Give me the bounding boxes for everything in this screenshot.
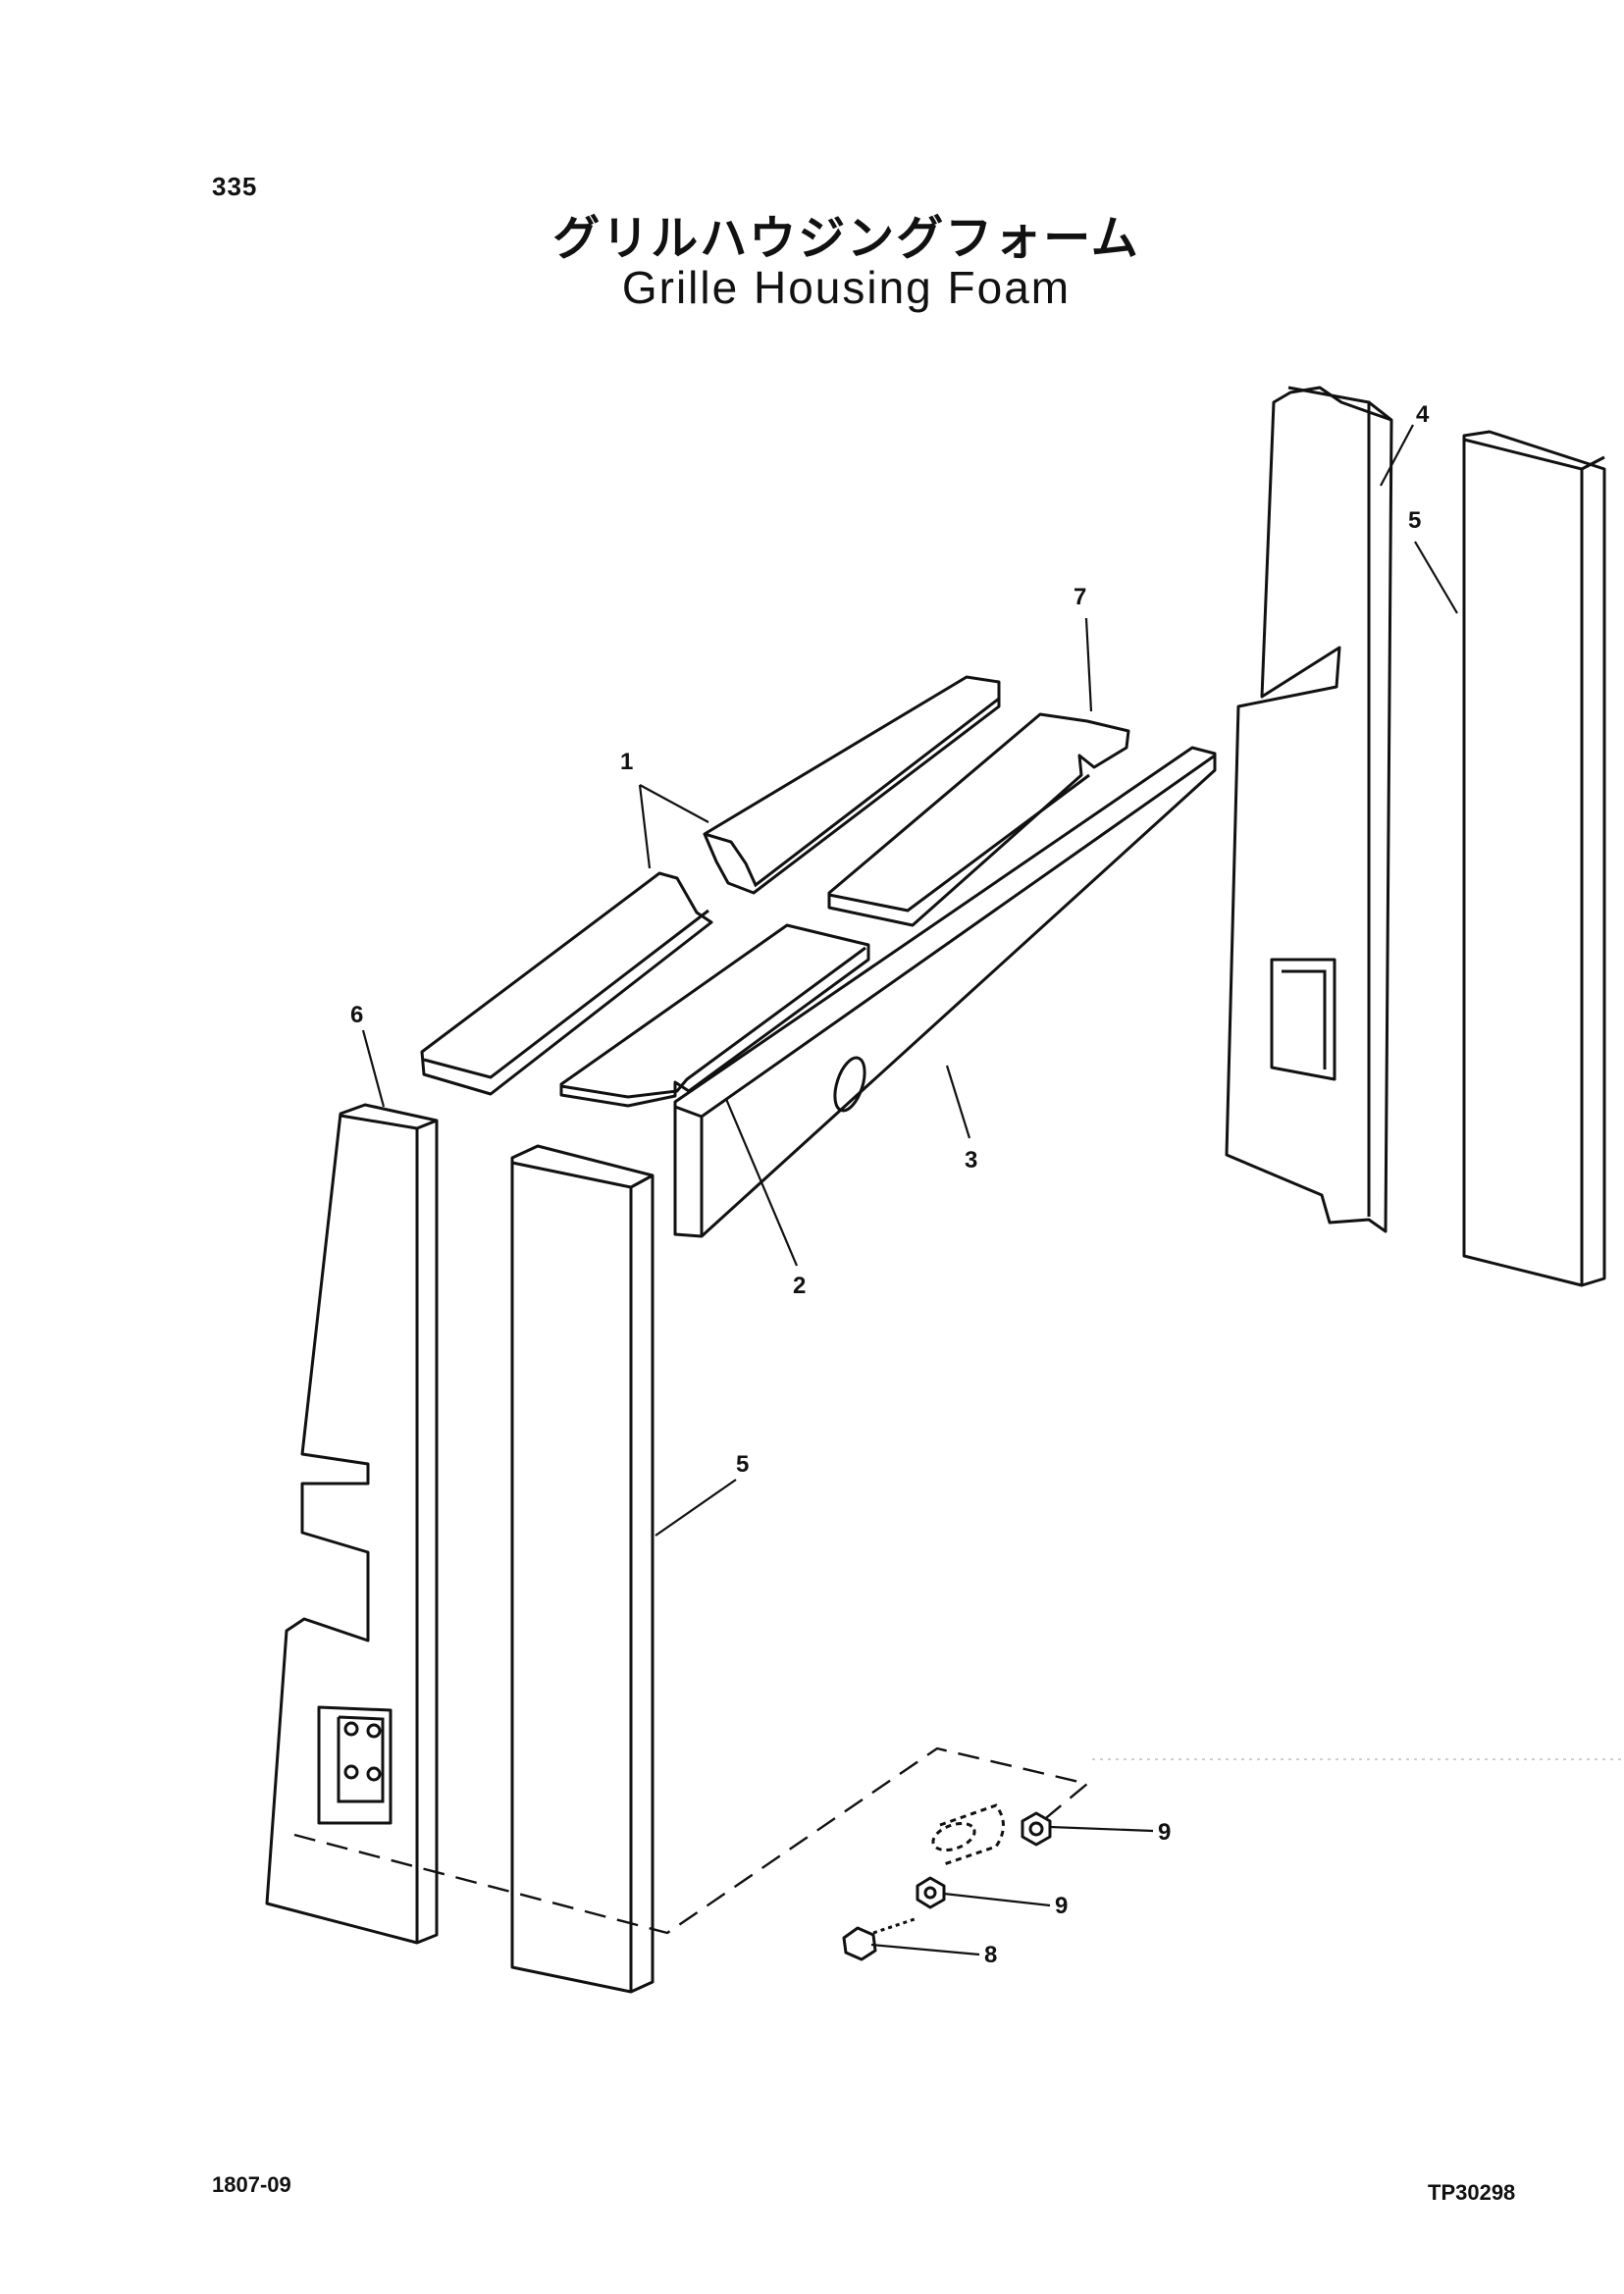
fastener-hardware (842, 1803, 1052, 1961)
part-5-right-tall-board (1462, 430, 1606, 1287)
part-5-left-tall-board (510, 1144, 655, 1994)
callout-5-right: 5 (1408, 507, 1421, 534)
leader-lines (361, 424, 1458, 1956)
part-3-long-beam (673, 746, 1217, 1238)
callout-1: 1 (620, 749, 633, 775)
part-2-notched-foam-bar (559, 923, 870, 1108)
part-4-right-tapered-panel (1225, 386, 1393, 1233)
callout-2: 2 (793, 1273, 806, 1299)
callout-7: 7 (1074, 584, 1086, 610)
callout-9-upper: 9 (1158, 1819, 1171, 1846)
callout-3: 3 (965, 1147, 977, 1173)
callout-5-left: 5 (736, 1451, 749, 1478)
page-title-english: Grille Housing Foam (621, 262, 1072, 313)
footer-code-right: TP30298 (1428, 2180, 1516, 2205)
part-1-lower-foam-bar (420, 871, 713, 1096)
callout-6: 6 (350, 1002, 363, 1028)
footer-code-left: 1807-09 (212, 2172, 291, 2197)
part-6-left-tapered-panel (265, 1103, 439, 1945)
callout-4: 4 (1416, 401, 1430, 428)
page-number: 335 (212, 172, 258, 201)
part-7-notched-foam-bar (827, 712, 1130, 927)
page-title-japanese: グリルハウジングフォーム (552, 211, 1140, 266)
callout-labels: 1 7 4 5 6 3 2 5 9 9 8 (350, 401, 1430, 1968)
part-1-upper-foam-bar (703, 675, 1001, 895)
assembly-dashed-outline (293, 1747, 1624, 1935)
callout-8: 8 (984, 1942, 997, 1968)
callout-9-lower: 9 (1055, 1893, 1068, 1919)
